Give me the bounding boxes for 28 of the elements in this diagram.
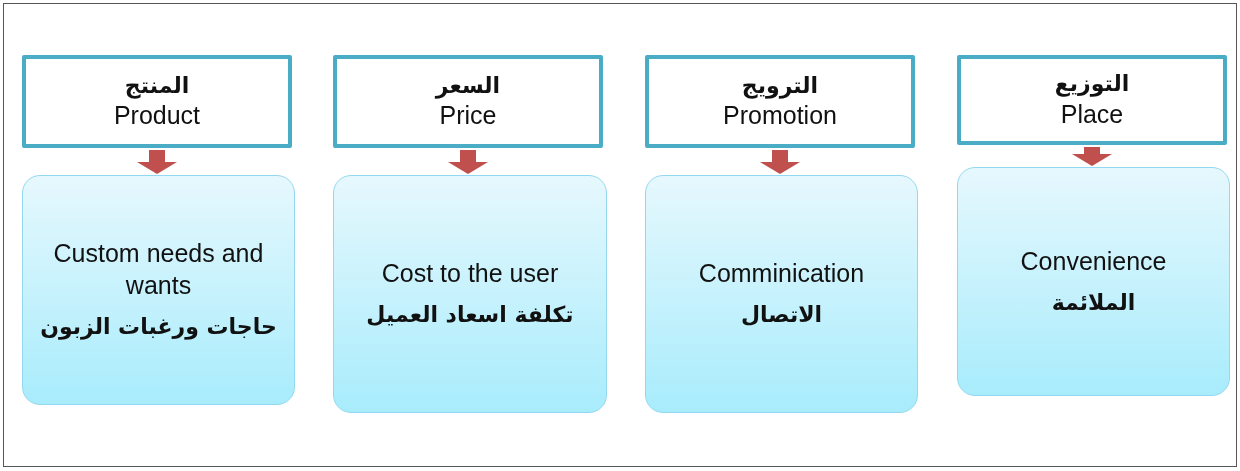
body-text: الملائمة (1051, 288, 1136, 317)
block-arrow (137, 150, 177, 174)
heading-text: المنتج (124, 71, 190, 101)
heading-box (957, 55, 1227, 145)
subheading-text: Product (113, 100, 201, 132)
body-text: تكلفة اسعاد العميل (366, 301, 574, 330)
subheading-text: Place (1060, 98, 1124, 130)
body-text: حاجات ورغبات الزبون (40, 312, 277, 342)
block-arrow (760, 150, 800, 174)
heading-text: الترويج (741, 71, 819, 101)
heading-text: التوزيع (1054, 70, 1130, 99)
heading-text: السعر (435, 71, 501, 101)
heading-box (333, 55, 603, 148)
body-text: Custom needs and wants (52, 238, 265, 301)
content-box (22, 175, 295, 405)
heading-box (22, 55, 292, 148)
content-box (957, 167, 1230, 396)
block-arrow (1072, 147, 1112, 166)
body-text: Comminication (698, 258, 865, 290)
body-text: الاتصال (740, 301, 823, 330)
subheading-text: Promotion (723, 100, 837, 132)
body-text: Convenience (1020, 245, 1167, 277)
subheading-text: Price (439, 100, 497, 132)
content-box (333, 175, 607, 413)
content-box (645, 175, 918, 413)
block-arrow (448, 150, 488, 174)
body-text: Cost to the user (381, 258, 559, 290)
heading-box (645, 55, 915, 148)
